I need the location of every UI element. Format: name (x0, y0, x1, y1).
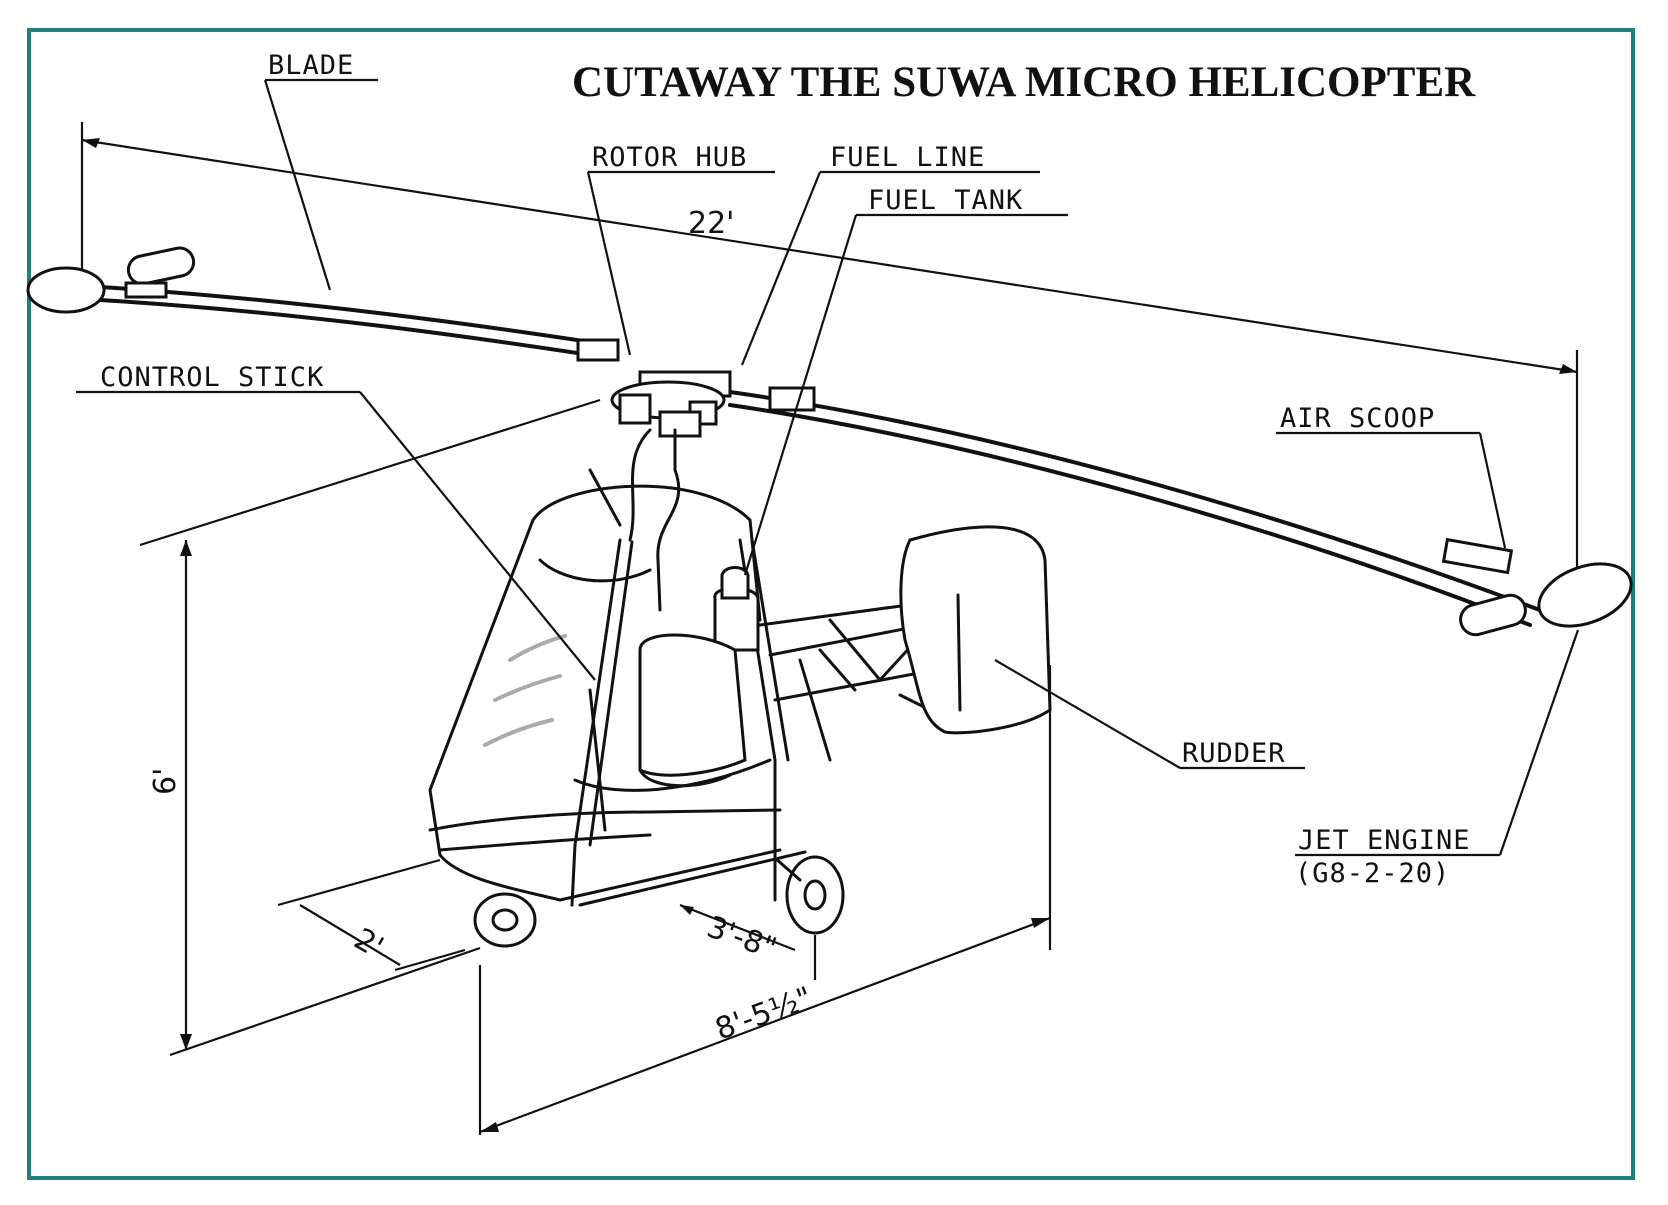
leader-lines (76, 78, 1580, 857)
label-rudder: RUDDER (1182, 738, 1286, 769)
diagram-title: CUTAWAY THE SUWA MICRO HELICOPTER (572, 59, 1476, 106)
label-control-stick: CONTROL STICK (100, 362, 324, 393)
seat (573, 633, 772, 792)
canopy-glare (483, 634, 567, 747)
label-blade: BLADE (268, 50, 354, 81)
height-dimension: 6' (139, 398, 601, 1057)
track-dimension-label: 3'-8" (702, 910, 781, 967)
rear-wheel (773, 855, 845, 935)
span-dimension-label: 22' (688, 206, 734, 241)
span-dimension: 22' (80, 122, 1579, 575)
label-air-scoop: AIR SCOOP (1280, 403, 1435, 434)
rotor-blade (26, 246, 1633, 637)
height-dimension-label: 6' (148, 768, 183, 795)
seat-depth-dimension: 2' (277, 858, 466, 972)
right-tip-engine (1441, 537, 1633, 637)
seat-depth-label: 2' (348, 922, 389, 966)
page-frame (27, 28, 1635, 1180)
label-jet-engine: JET ENGINE (1298, 825, 1471, 856)
rotor-hub (576, 338, 816, 438)
left-tip-engine (26, 246, 196, 314)
label-jet-engine-model: (G8-2-20) (1295, 858, 1450, 889)
fuel-tank (713, 566, 760, 652)
mast (656, 428, 681, 612)
front-wheel (473, 892, 537, 948)
control-stick (588, 688, 607, 832)
label-fuel-line: FUEL LINE (830, 142, 985, 173)
label-fuel-tank: FUEL TANK (868, 185, 1023, 216)
rudder (899, 525, 1052, 735)
length-dimension-label: 8'-5½" (711, 980, 817, 1047)
label-rotor-hub: ROTOR HUB (592, 142, 747, 173)
